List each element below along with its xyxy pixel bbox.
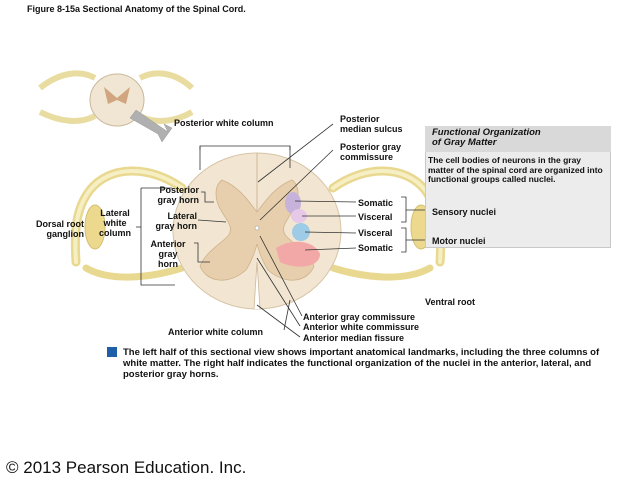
central-canal: [254, 225, 260, 231]
label-posterior-gray-commissure-line1: Posterior gray: [340, 142, 402, 152]
label-visceral-sensory: Visceral: [358, 212, 393, 222]
label-dorsal-root-ganglion-line1: Dorsal root: [35, 219, 84, 229]
zoom-arrow: [129, 109, 173, 143]
label-lateral-gray-horn-line1: Lateral: [167, 211, 197, 221]
label-somatic-motor: Somatic: [358, 243, 394, 253]
panel-body: The cell bodies of neurons in the gray m…: [428, 155, 603, 184]
panel-title: Functional Organization of Gray Matter: [432, 128, 541, 148]
label-lateral-white-column-line1: Lateral: [100, 208, 130, 218]
dorsal-root-ganglion-left: [84, 204, 106, 250]
somatic-sensory-nucleus: [285, 192, 301, 214]
label-posterior-gray-commissure: Posterior gray commissure: [340, 142, 401, 162]
visceral-sensory-nucleus: [291, 209, 307, 223]
label-posterior-median-sulcus-line1: Posterior: [340, 114, 380, 124]
label-dorsal-root-ganglion-line2: ganglion: [46, 229, 85, 239]
label-visceral-motor: Visceral: [358, 228, 393, 238]
panel-header: [425, 126, 611, 152]
visceral-motor-nucleus: [292, 223, 310, 241]
label-sensory-nuclei: Sensory nuclei: [432, 207, 497, 217]
label-dorsal-root-ganglion: Dorsal root ganglion: [20, 219, 84, 239]
label-lateral-gray-horn: Lateral gray horn: [143, 211, 197, 231]
label-posterior-gray-horn: Posterior gray horn: [143, 185, 199, 205]
label-anterior-median-fissure: Anterior median fissure: [303, 333, 405, 343]
label-anterior-gray-horn-line1: Anterior: [150, 239, 186, 249]
figure-caption: The left half of this sectional view sho…: [123, 347, 600, 380]
label-anterior-gray-horn-line3: horn: [158, 259, 178, 269]
label-anterior-gray-horn: Anterior gray horn: [144, 239, 192, 269]
label-anterior-white-commissure: Anterior white commissure: [303, 322, 420, 332]
label-lateral-white-column-line2: white: [103, 218, 127, 228]
label-anterior-white-column: Anterior white column: [168, 327, 264, 337]
label-anterior-gray-horn-line2: gray: [158, 249, 178, 259]
somatic-motor-nucleus: [276, 241, 320, 267]
label-ventral-root: Ventral root: [425, 297, 476, 307]
figure-title: Figure 8-15a Sectional Anatomy of the Sp…: [27, 4, 246, 14]
label-lateral-white-column: Lateral white column: [93, 208, 137, 238]
label-posterior-median-sulcus-line2: median sulcus: [340, 124, 403, 134]
label-somatic-sensory: Somatic: [358, 198, 394, 208]
label-posterior-white-column: Posterior white column: [174, 118, 274, 128]
label-motor-nuclei: Motor nuclei: [432, 236, 486, 246]
panel-title-line1: Functional Organization: [432, 127, 541, 138]
label-lateral-gray-horn-line2: gray horn: [155, 221, 197, 231]
leader-lines: [136, 123, 426, 338]
label-posterior-median-sulcus: Posterior median sulcus: [340, 114, 403, 134]
label-lateral-white-column-line3: column: [98, 228, 131, 238]
label-posterior-gray-horn-line2: gray horn: [157, 195, 199, 205]
thumbnail-cord: [38, 70, 195, 127]
copyright-notice: © 2013 Pearson Education. Inc.: [6, 458, 247, 477]
label-anterior-gray-commissure: Anterior gray commissure: [303, 312, 416, 322]
panel-title-line2: of Gray Matter: [432, 137, 497, 148]
caption-bullet-icon: [107, 347, 117, 357]
label-posterior-gray-horn-line1: Posterior: [159, 185, 199, 195]
label-posterior-gray-commissure-line2: commissure: [340, 152, 394, 162]
